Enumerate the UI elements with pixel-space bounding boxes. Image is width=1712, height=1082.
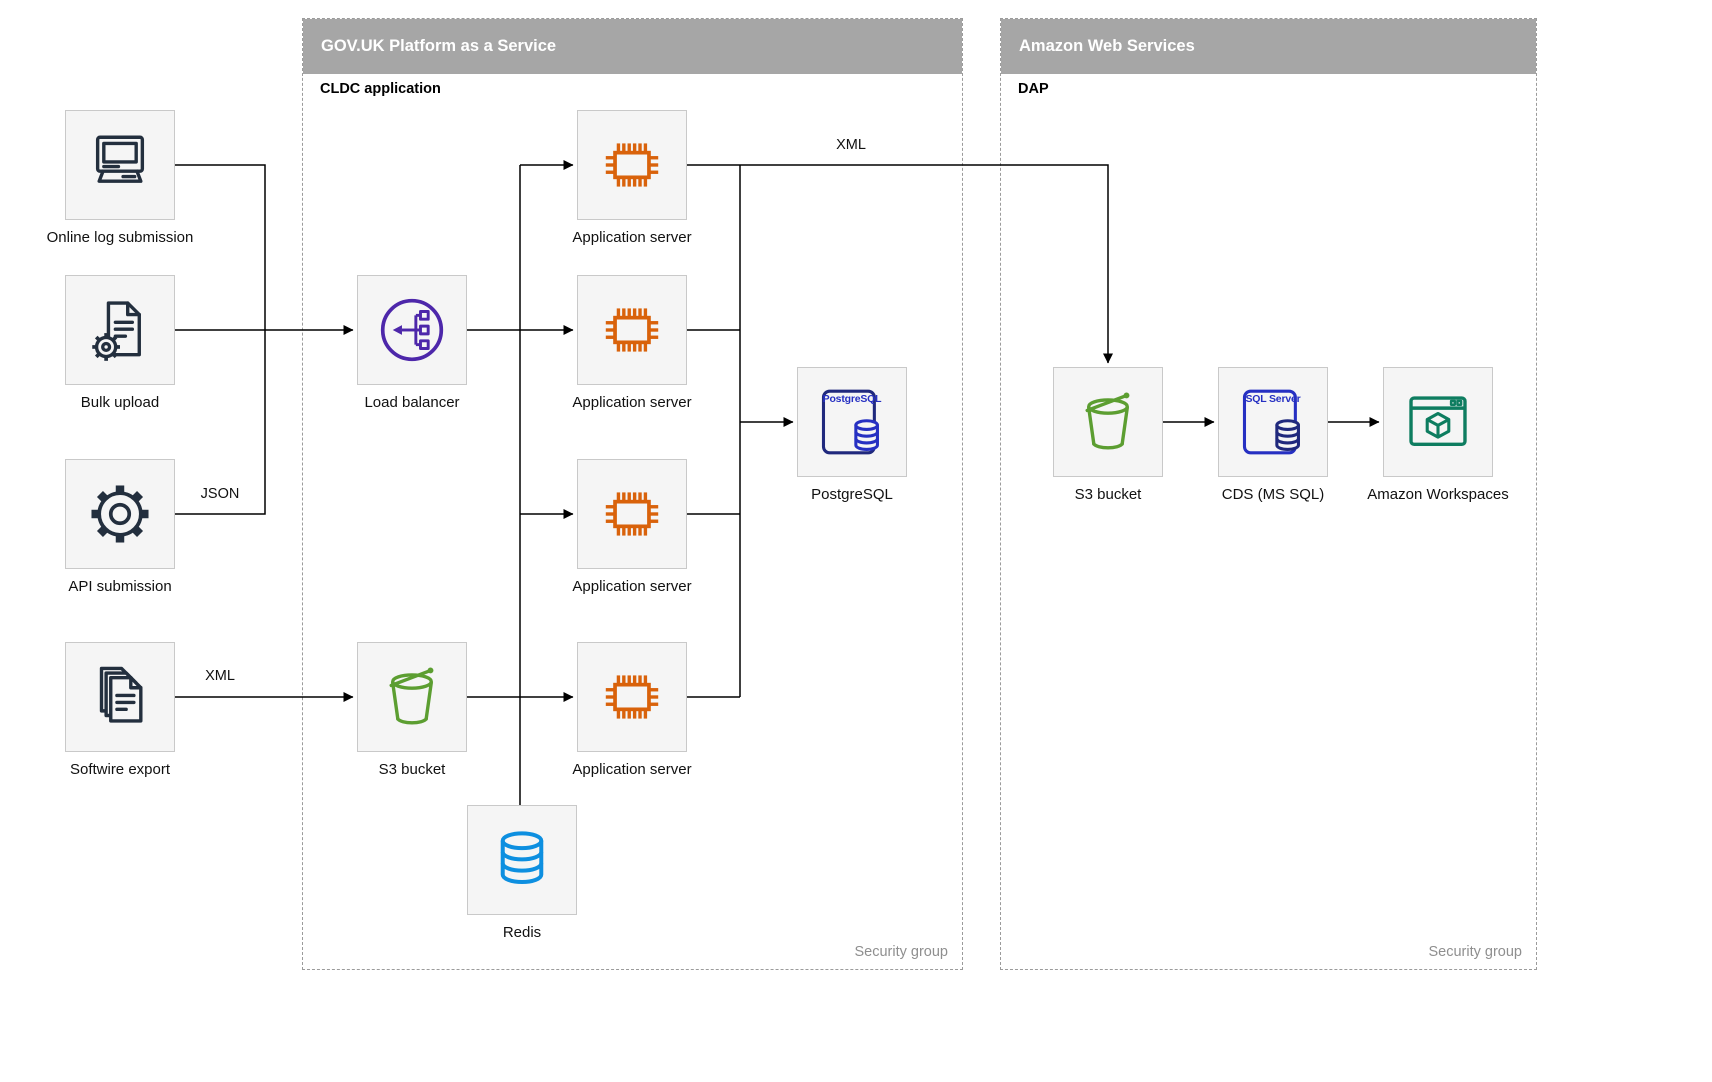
postgresql-icon [821,389,879,455]
node-box: SQL Server [1218,367,1328,477]
node-label: S3 bucket [378,761,446,778]
node-box [467,805,577,915]
edge-label-json: JSON [200,486,240,502]
node-postgresql: PostgreSQL PostgreSQL [797,367,907,503]
edge-label-xml-aws: XML [836,137,866,153]
node-softwire-export: Softwire export [65,642,175,778]
node-box [65,642,175,752]
node-label: Load balancer [364,394,460,411]
s3-bucket-icon [389,667,434,725]
node-label: PostgreSQL [811,486,893,503]
node-label: Application server [572,578,692,595]
node-label: Application server [572,229,692,246]
node-application-server-2: Application server [572,275,692,411]
chip-icon [605,308,659,352]
node-s3-bucket-paas: S3 bucket [357,642,467,778]
node-label: Amazon Workspaces [1367,486,1509,503]
node-label: Online log submission [46,229,194,246]
security-group-label: Security group [1428,944,1523,960]
chip-icon [605,675,659,719]
chip-icon [605,492,659,536]
document-gear-icon [92,301,141,361]
group-sublabel-cldc: CLDC application [320,81,441,97]
node-s3-bucket-aws: S3 bucket [1053,367,1163,503]
group-header-govuk-paas: GOV.UK Platform as a Service [303,19,962,74]
edge-label-xml-softwire: XML [205,668,235,684]
node-box [357,275,467,385]
s3-bucket-icon [1085,392,1130,450]
computer-icon [95,135,145,183]
node-label: Application server [572,761,692,778]
node-api-submission: API submission [65,459,175,595]
icon-caption-sql-server: SQL Server [1245,393,1301,405]
node-box [577,275,687,385]
gear-icon [91,485,149,543]
node-label: CDS (MS SQL) [1221,486,1325,503]
node-box [577,110,687,220]
workspaces-icon [1409,396,1467,447]
node-label: Bulk upload [80,394,160,411]
node-box [65,110,175,220]
node-label: Redis [502,924,542,941]
node-application-server-1: Application server [572,110,692,246]
chip-icon [605,143,659,187]
group-header-aws: Amazon Web Services [1001,19,1536,74]
node-box [577,459,687,569]
group-title: Amazon Web Services [1019,37,1195,55]
node-label: S3 bucket [1074,486,1142,503]
load-balancer-icon [380,298,444,362]
node-box: PostgreSQL [797,367,907,477]
node-box [1053,367,1163,477]
database-icon [500,831,544,885]
group-aws: Amazon Web Services DAP Security group [1000,18,1537,970]
node-label: Softwire export [69,761,171,778]
node-bulk-upload: Bulk upload [65,275,175,411]
group-title: GOV.UK Platform as a Service [321,37,557,55]
node-box [65,275,175,385]
security-group-label: Security group [854,944,949,960]
node-online-log-submission: Online log submission [47,110,193,246]
node-box [1383,367,1493,477]
node-application-server-3: Application server [572,459,692,595]
node-amazon-workspaces: Amazon Workspaces [1367,367,1509,503]
node-box [577,642,687,752]
node-redis: Redis [467,805,577,941]
documents-stack-icon [99,666,143,723]
node-box [357,642,467,752]
icon-caption-postgresql: PostgreSQL [822,393,882,405]
group-govuk-paas: GOV.UK Platform as a Service CLDC applic… [302,18,963,970]
group-sublabel-dap: DAP [1018,81,1049,97]
node-load-balancer: Load balancer [357,275,467,411]
node-application-server-4: Application server [572,642,692,778]
node-box [65,459,175,569]
node-cds-ms-sql: SQL Server CDS (MS SQL) [1218,367,1328,503]
node-label: Application server [572,394,692,411]
sql-server-icon [1242,389,1300,455]
node-label: API submission [68,578,172,595]
